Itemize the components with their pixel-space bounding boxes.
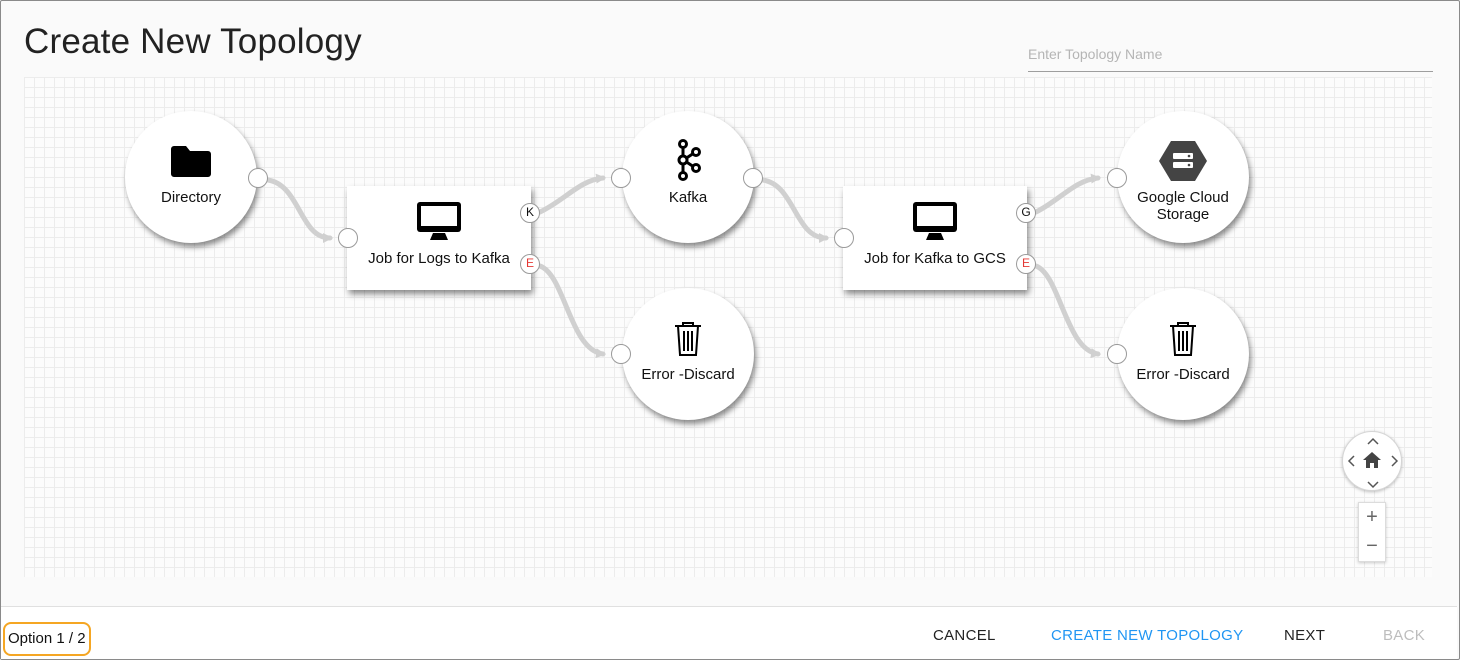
pan-left-icon[interactable] — [1347, 455, 1355, 469]
monitor-icon — [415, 200, 463, 247]
trash-icon — [1168, 320, 1198, 363]
back-button[interactable]: BACK — [1383, 627, 1426, 644]
port-in[interactable] — [834, 228, 854, 248]
option-indicator: Option 1 / 2 — [3, 622, 91, 656]
footer — [1, 607, 1457, 659]
folder-icon — [169, 143, 213, 184]
port-error[interactable]: E — [520, 254, 540, 274]
port-out[interactable] — [743, 168, 763, 188]
pan-up-icon[interactable] — [1367, 434, 1379, 447]
kafka-icon — [673, 139, 703, 186]
node-label: Job for Kafka to GCS — [864, 250, 1006, 267]
topology-name-input[interactable] — [1028, 36, 1433, 72]
port-in[interactable] — [1107, 168, 1127, 188]
next-button[interactable]: NEXT — [1284, 627, 1326, 644]
node-label-line2: Storage — [1156, 206, 1210, 223]
node-label: Google Cloud Storage — [1117, 189, 1249, 223]
home-icon[interactable] — [1362, 451, 1382, 471]
node-google-cloud-storage[interactable]: Google Cloud Storage — [1117, 111, 1249, 243]
node-label: Error -Discard — [641, 366, 735, 383]
zoom-out-button[interactable]: − — [1366, 535, 1378, 557]
pan-right-icon[interactable] — [1391, 455, 1399, 469]
zoom-in-button[interactable]: + — [1366, 506, 1378, 528]
port-in[interactable] — [1107, 344, 1127, 364]
node-directory[interactable]: Directory — [125, 111, 257, 243]
cancel-button[interactable]: CANCEL — [933, 627, 996, 644]
trash-icon — [673, 320, 703, 363]
node-kafka[interactable]: Kafka — [622, 111, 754, 243]
node-error-discard[interactable]: Error -Discard — [1117, 288, 1249, 420]
port-in[interactable] — [338, 228, 358, 248]
pan-control[interactable] — [1342, 431, 1402, 491]
port-in[interactable] — [611, 168, 631, 188]
monitor-icon — [911, 200, 959, 247]
node-error-discard[interactable]: Error -Discard — [622, 288, 754, 420]
node-label-line1: Google Cloud — [1137, 189, 1229, 206]
zoom-control: + − — [1358, 502, 1386, 562]
node-job-kafka-to-gcs[interactable]: Job for Kafka to GCS — [843, 186, 1027, 290]
create-new-topology-button[interactable]: CREATE NEW TOPOLOGY — [1051, 627, 1244, 644]
port-out-gcs[interactable]: G — [1016, 203, 1036, 223]
node-label: Directory — [160, 189, 221, 206]
node-label: Error -Discard — [1136, 366, 1230, 383]
node-job-logs-to-kafka[interactable]: Job for Logs to Kafka — [347, 186, 531, 290]
port-out-kafka[interactable]: K — [520, 203, 540, 223]
node-label: Kafka — [668, 189, 708, 206]
port-error[interactable]: E — [1016, 254, 1036, 274]
port-in[interactable] — [611, 344, 631, 364]
port-out[interactable] — [248, 168, 268, 188]
pan-down-icon[interactable] — [1367, 478, 1379, 491]
gcs-icon — [1158, 139, 1208, 188]
footer-divider — [1, 606, 1457, 607]
node-label: Job for Logs to Kafka — [368, 250, 510, 267]
page-title: Create New Topology — [24, 22, 362, 61]
